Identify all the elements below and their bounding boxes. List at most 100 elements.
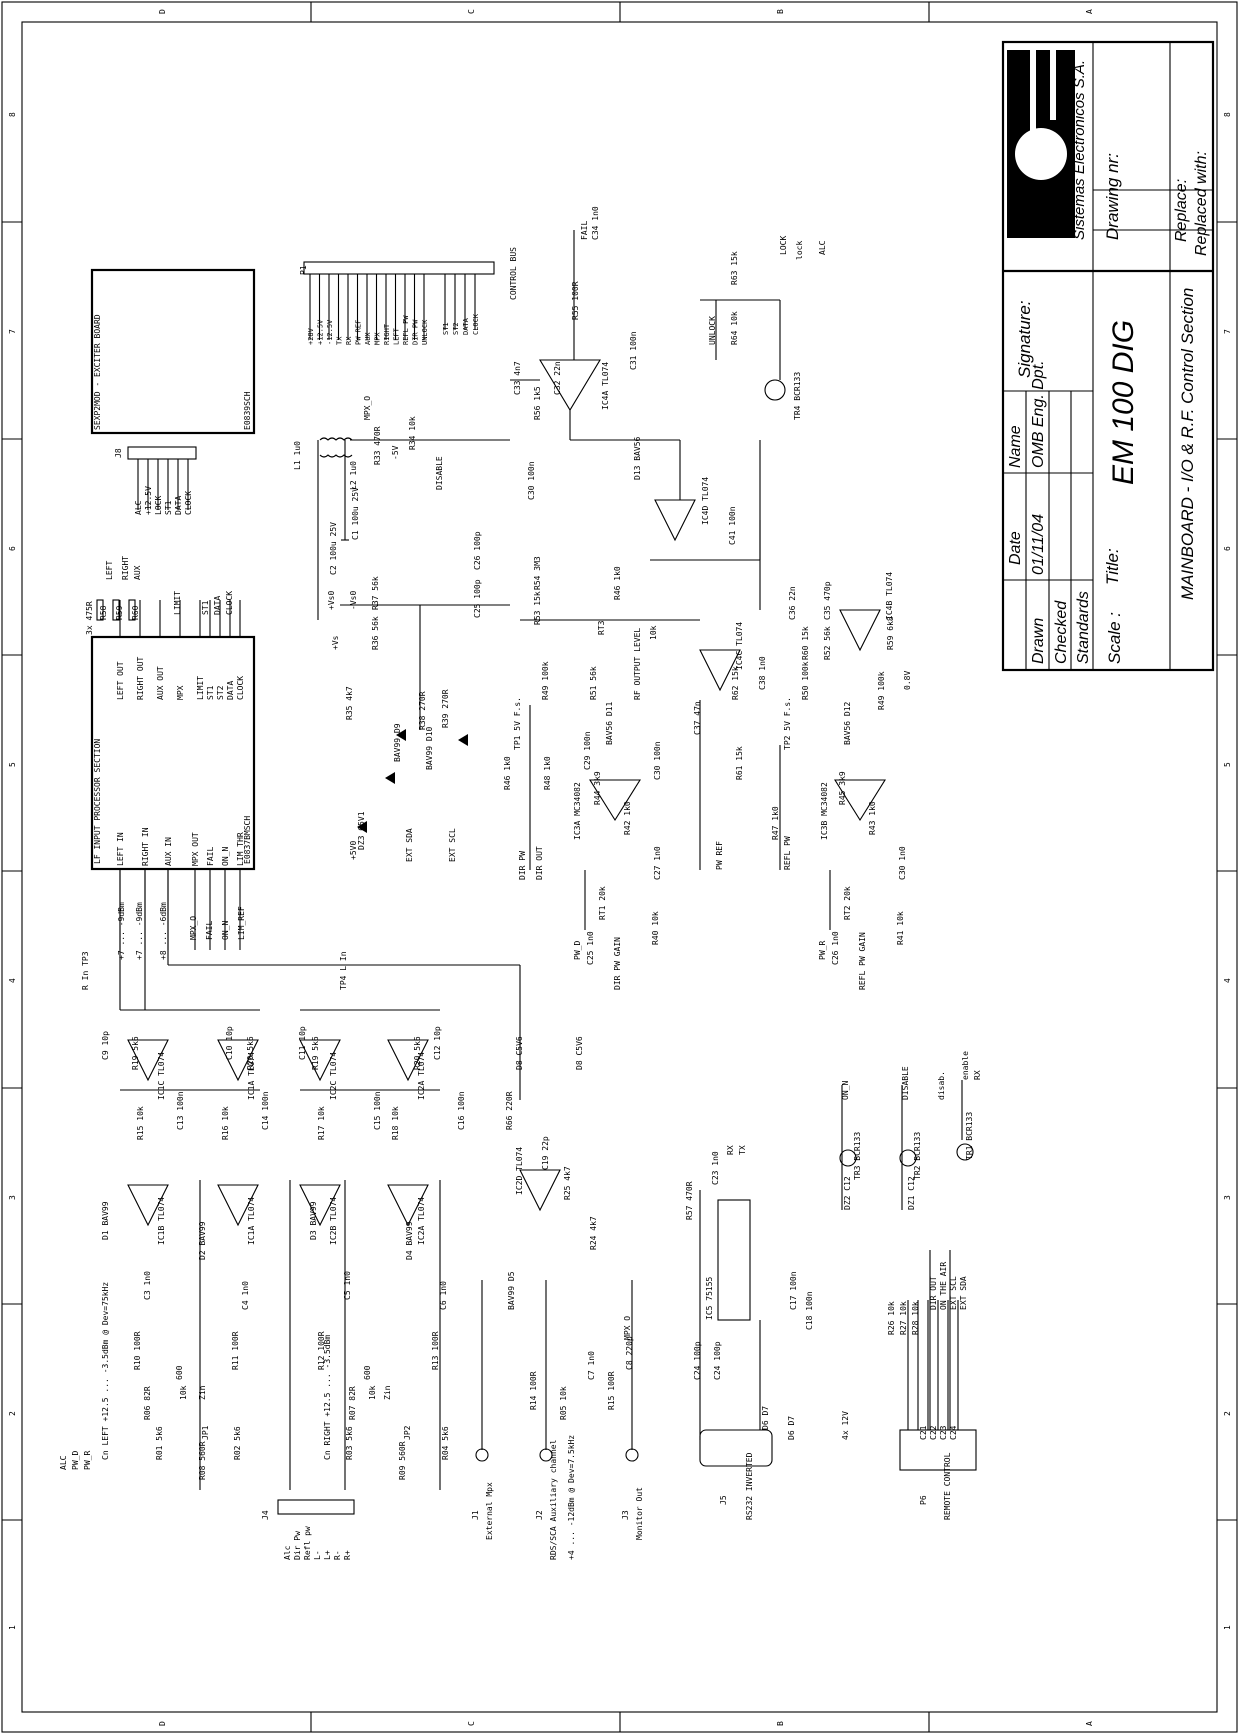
svg-text:R62 15k: R62 15k [731, 666, 740, 700]
drawing-nr-label: Drawing nr: [1103, 153, 1122, 240]
svg-text:R59 6k8: R59 6k8 [886, 616, 895, 650]
svg-text:C8 220p: C8 220p [625, 1336, 634, 1370]
svg-text:R34 10k: R34 10k [408, 416, 417, 450]
zone-letter: D [158, 9, 167, 14]
svg-text:RT3: RT3 [597, 620, 606, 635]
svg-text:C37 47n: C37 47n [693, 701, 702, 735]
zone-letter: D [158, 1721, 167, 1726]
p1-net-label: RIGHT [383, 323, 391, 345]
svg-text:DISABLE: DISABLE [901, 1066, 910, 1100]
exciter-board-name: SEXP2MOD - EXCITER BOARD [93, 314, 102, 430]
exciter-board-block: SEXP2MOD - EXCITER BOARD E0839SCH [90, 268, 256, 435]
zone-number: 3 [1223, 1195, 1232, 1200]
lf-output-port: LIMIT [196, 676, 205, 700]
zone-number: 7 [1223, 329, 1232, 334]
svg-text:R51 56k: R51 56k [589, 666, 598, 700]
component-label: D2 BAV99 [198, 1221, 207, 1260]
net-label: RIGHT [121, 556, 130, 580]
svg-text:PW REF: PW REF [715, 841, 724, 870]
svg-text:enable: enable [961, 1051, 970, 1080]
zone-number: 8 [1223, 112, 1232, 117]
component-label: C15 100n [373, 1091, 382, 1130]
net-label: ST1 [201, 600, 210, 615]
remote-net-label: EXT SCL [949, 1276, 958, 1310]
lf-input-port: MPX OUT [191, 832, 200, 866]
svg-text:+Vs: +Vs [331, 635, 340, 650]
op-amp-label: IC1A TL074 [247, 1197, 256, 1245]
power-filter: L1 1u0 L2 1u0 C1 100u 25V C2 100u 25V +V… [293, 396, 444, 610]
svg-text:LOCK: LOCK [779, 236, 788, 255]
zone-letter: A [1085, 9, 1094, 14]
op-amp [387, 1184, 429, 1227]
right-input-level: Cn RIGHT +12.5 ... -3.5dBm [323, 1335, 332, 1460]
svg-text:REFL PW: REFL PW [783, 836, 792, 870]
svg-text:TX: TX [738, 1145, 747, 1155]
svg-text:R48 1k0: R48 1k0 [543, 756, 552, 790]
svg-text:R36 56k: R36 56k [371, 616, 380, 650]
p1-net-label: CLOCK [472, 313, 480, 335]
zone-number: 4 [8, 978, 17, 983]
svg-text:EXT SCL: EXT SCL [448, 828, 457, 862]
svg-text:CONTROL BUS: CONTROL BUS [509, 247, 518, 300]
svg-text:EXT SDA: EXT SDA [405, 828, 414, 862]
j8-net-label: CLOCK [184, 491, 193, 515]
svg-text:R64 10k: R64 10k [730, 311, 739, 345]
op-amp-label: IC1B TL074 [157, 1197, 166, 1245]
svg-text:DIR PW GAIN: DIR PW GAIN [613, 937, 622, 990]
svg-text:disab.: disab. [937, 1071, 946, 1100]
component-label: D1 BAV99 [101, 1201, 110, 1240]
svg-text:IC3B MC34082: IC3B MC34082 [820, 782, 829, 840]
remote-cap-label: C23 [939, 1425, 948, 1440]
component-label: C10 10p [225, 1026, 234, 1060]
svg-text:RF OUTPUT LEVEL: RF OUTPUT LEVEL [633, 628, 642, 700]
lf-control-net: FAIL [205, 921, 214, 940]
svg-text:IC4D TL074: IC4D TL074 [701, 477, 710, 525]
j4-pin-label: Dir Pw [293, 1531, 302, 1560]
svg-text:10k: 10k [649, 625, 658, 640]
svg-text:IC4B TL074: IC4B TL074 [885, 572, 894, 620]
svg-text:R43 1k0: R43 1k0 [868, 801, 877, 835]
component-label: R12 100R [317, 1331, 326, 1370]
p1-net-label: DATA [462, 317, 470, 335]
svg-text:C18 100n: C18 100n [805, 1291, 814, 1330]
svg-text:RT2 20k: RT2 20k [843, 886, 852, 920]
zone-number: 6 [1223, 546, 1232, 551]
component-label: R09 560R [398, 1441, 407, 1480]
svg-text:+Vs0: +Vs0 [327, 591, 336, 610]
j4-pin-label: R- [333, 1550, 342, 1560]
svg-text:TR1 BCR133: TR1 BCR133 [965, 1112, 974, 1160]
component-label: C13 100n [176, 1091, 185, 1130]
svg-text:R44 3k9: R44 3k9 [593, 771, 602, 805]
svg-text:C26 1n0: C26 1n0 [831, 931, 840, 965]
component-label: C9 10p [101, 1031, 110, 1060]
resistor-label: R60 [131, 605, 140, 620]
p1-net-label: ST1 [442, 322, 450, 335]
svg-text:BAV56 D11: BAV56 D11 [605, 701, 614, 745]
svg-text:R52 56k: R52 56k [823, 626, 832, 660]
svg-text:R54 3M3: R54 3M3 [533, 556, 542, 590]
zone-letter: A [1085, 1721, 1094, 1726]
j1-name: External Mpx [485, 1482, 494, 1540]
schematic-wires [119, 230, 963, 1490]
component-label: R01 5k6 [155, 1426, 164, 1460]
svg-text:RX: RX [973, 1070, 982, 1080]
svg-text:MPX O: MPX O [623, 1316, 632, 1340]
svg-text:TP1 5V F.s.: TP1 5V F.s. [513, 697, 522, 750]
replaced-with-label: Replaced with: [1193, 151, 1210, 256]
svg-text:+5V0: +5V0 [349, 841, 358, 860]
title-block: Sistemas Electronicos S.A. Drawing nr: R… [1001, 40, 1215, 672]
p1-net-label: UNLOCK [421, 319, 429, 345]
svg-text:C17 100n: C17 100n [789, 1271, 798, 1310]
svg-text:UNLOCK: UNLOCK [708, 316, 717, 345]
remote-resistor-label: R26 10k [887, 1301, 896, 1335]
replace-label: Replace: [1173, 179, 1190, 242]
p1-net-label: AUX [364, 332, 372, 345]
net-label: AUX [133, 565, 142, 580]
j4-alc-net: ALC [59, 1455, 68, 1470]
lf-control-net: MPX_O [189, 916, 198, 940]
svg-text:4x 12V: 4x 12V [841, 1411, 850, 1440]
